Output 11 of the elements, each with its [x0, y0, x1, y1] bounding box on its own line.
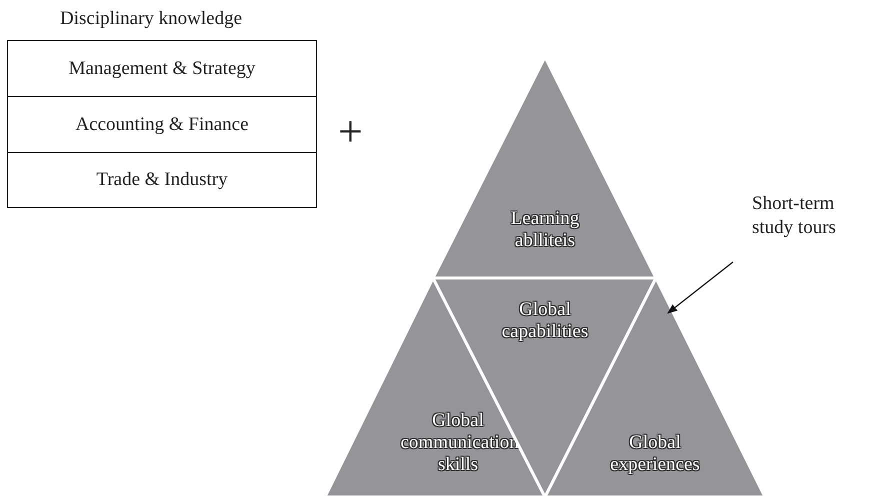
heading: Disciplinary knowledge — [60, 8, 242, 30]
triangle-label: Global communication skills — [400, 410, 516, 476]
knowledge-box: Trade & Industry — [7, 152, 317, 208]
knowledge-box: Management & Strategy — [7, 40, 317, 97]
triangle-label: Global experiences — [609, 432, 701, 476]
callout-text: Short-term study tours — [752, 192, 872, 240]
plus-sign: + — [338, 110, 363, 154]
triangle-label: Learning ablliteis — [510, 208, 580, 252]
triangle-label: Global capabilities — [500, 299, 590, 343]
arrow — [667, 262, 734, 314]
knowledge-box: Accounting & Finance — [7, 96, 317, 153]
